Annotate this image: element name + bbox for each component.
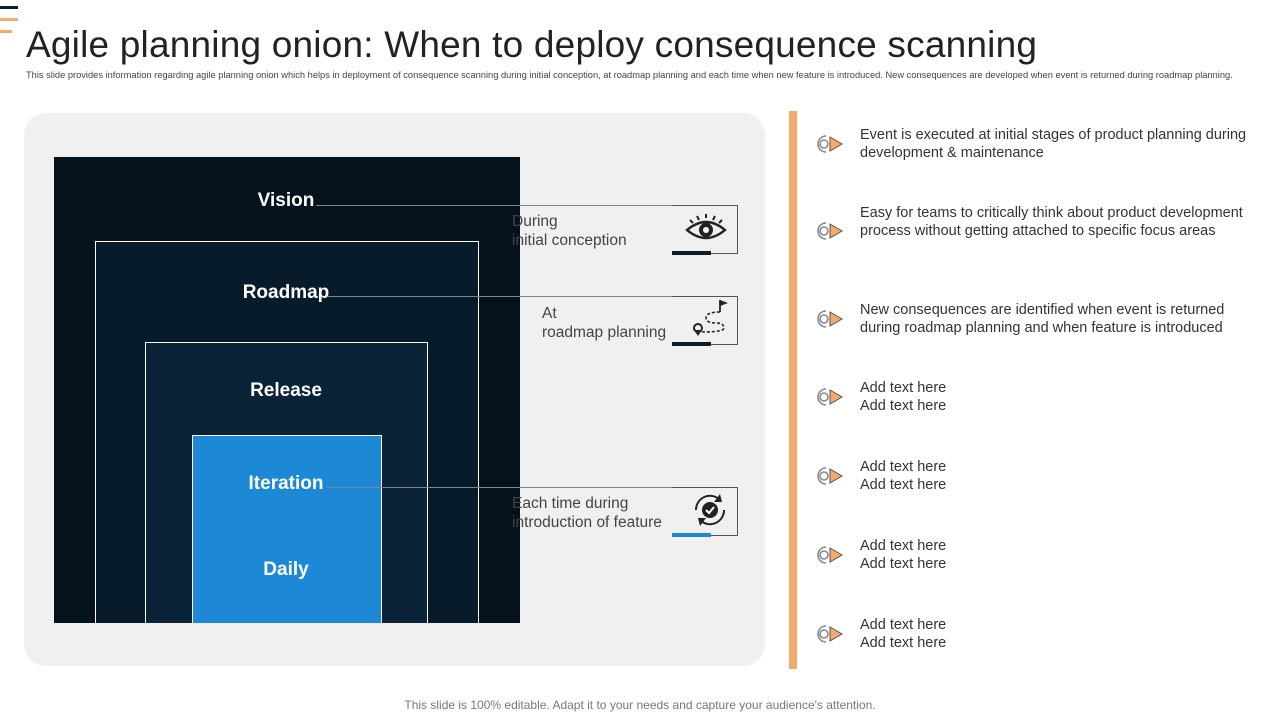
layer-label-iteration: Iteration xyxy=(248,473,324,494)
target-arrow-icon xyxy=(817,388,843,406)
bullet-text-3: New consequences are identified when eve… xyxy=(860,302,1225,336)
bullet-text-7: Add text here Add text here xyxy=(860,617,947,651)
cycle-check-icon xyxy=(694,494,726,526)
bullet-text-6: Add text here Add text here xyxy=(860,538,947,572)
accent-bar-orange xyxy=(0,18,18,21)
layer-label-vision: Vision xyxy=(257,190,315,211)
callout-text-feature-introduction: Each time during introduction of feature xyxy=(512,495,662,531)
target-arrow-icon xyxy=(817,222,843,240)
layer-label-daily: Daily xyxy=(263,559,309,580)
roadmap-path-icon xyxy=(693,300,728,336)
eye-icon xyxy=(685,214,727,240)
callout-text-roadmap-planning: At roadmap planning xyxy=(542,305,667,341)
onion-layer-iteration xyxy=(192,435,382,623)
target-arrow-icon xyxy=(817,625,843,643)
connector-roadmap xyxy=(328,296,672,297)
callout-text-initial-conception: During initial conception xyxy=(512,213,627,249)
callout-bar xyxy=(672,533,711,537)
divider-line xyxy=(789,111,797,669)
callout-bar xyxy=(672,251,711,255)
page-subtitle: This slide provides information regardin… xyxy=(26,70,1233,80)
callout-bar xyxy=(672,342,711,346)
bullet-text-4: Add text here Add text here xyxy=(860,380,947,414)
page-title: Agile planning onion: When to deploy con… xyxy=(26,24,1038,65)
target-arrow-icon xyxy=(817,467,843,485)
bullet-text-5: Add text here Add text here xyxy=(860,459,947,493)
accent-bar-dark xyxy=(0,6,18,9)
connector-iteration xyxy=(326,487,672,488)
accent-bars xyxy=(0,6,18,42)
bullet-text-2: Easy for teams to critically think about… xyxy=(860,205,1243,239)
accent-bar-orange-short xyxy=(0,30,12,33)
footer-note: This slide is 100% editable. Adapt it to… xyxy=(404,698,876,712)
layer-label-roadmap: Roadmap xyxy=(242,282,330,303)
bullet-text-1: Event is executed at initial stages of p… xyxy=(860,127,1247,161)
target-arrow-icon xyxy=(817,310,843,328)
connector-vision xyxy=(316,205,672,206)
target-arrow-icon xyxy=(817,546,843,564)
layer-label-release: Release xyxy=(250,380,322,401)
target-arrow-icon xyxy=(817,135,843,153)
